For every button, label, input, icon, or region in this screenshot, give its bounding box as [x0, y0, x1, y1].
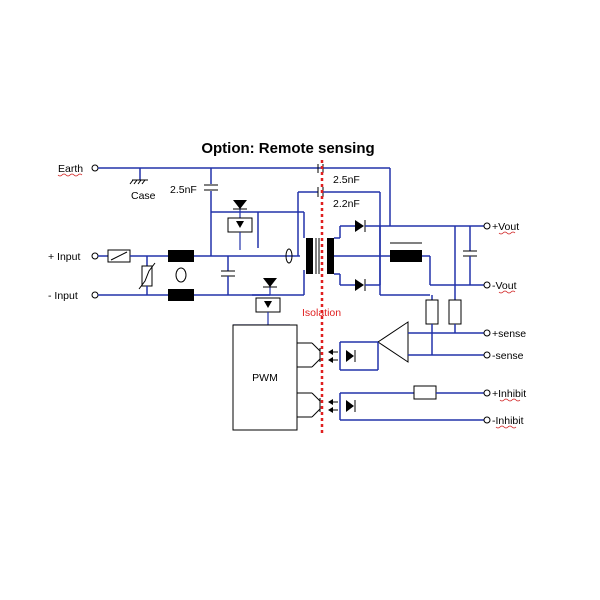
vout-negative-terminal	[483, 281, 491, 289]
inhibit-positive-label: +Inhibit	[492, 388, 526, 400]
sense-positive-label: +sense	[492, 328, 526, 340]
input-common-mode-choke	[168, 250, 270, 301]
input-capacitor	[211, 255, 300, 295]
input-negative-terminal	[91, 291, 168, 299]
sense-negative-label: -sense	[492, 350, 524, 362]
vout-negative-label: -Vout	[492, 280, 517, 292]
sense-negative-terminal	[483, 351, 491, 359]
input-negative-label: - Input	[48, 290, 78, 302]
input-varistor	[138, 256, 156, 295]
spellcheck-underline	[495, 425, 517, 429]
isolation-capacitor-2-label: 2.2nF	[333, 198, 360, 210]
inhibit-resistor	[413, 385, 484, 400]
sense-divider-resistors	[425, 246, 462, 355]
sense-positive-terminal	[483, 329, 491, 337]
output-choke	[345, 242, 431, 296]
isolation-transformer	[306, 237, 345, 275]
pwm-controller-block	[232, 248, 312, 431]
pwm-label: PWM	[252, 372, 278, 384]
inhibit-positive-terminal	[483, 389, 491, 397]
inhibit-negative-label: -Inhibit	[492, 415, 524, 427]
case-label: Case	[131, 190, 156, 202]
earth-terminal	[91, 164, 391, 226]
input-y-capacitor	[204, 168, 218, 256]
spellcheck-underline	[498, 231, 516, 235]
input-positive-terminal	[91, 252, 108, 260]
isolation-capacitor-1-label: 2.5nF	[333, 174, 360, 186]
output-capacitor	[430, 226, 484, 286]
input-capacitor-label: 2.5nF	[170, 184, 197, 196]
output-rectifier-diode-top	[339, 220, 484, 238]
output-rectifier-diode-bottom	[339, 226, 381, 291]
case-ground-symbol	[129, 168, 148, 185]
upper-switch-mosfet	[211, 200, 305, 248]
inhibit-negative-terminal	[483, 416, 491, 424]
input-fuse	[107, 249, 168, 263]
isolation-label: Isolation	[302, 307, 341, 319]
lower-switch-mosfet	[252, 270, 305, 325]
primary-current-sense	[285, 248, 293, 264]
spellcheck-underline	[498, 290, 516, 294]
sense-amplifier	[377, 321, 484, 370]
spellcheck-underline	[499, 398, 521, 402]
vout-positive-terminal	[483, 222, 491, 230]
earth-label: Earth	[58, 163, 83, 175]
spellcheck-underline	[57, 173, 83, 177]
input-positive-label: + Input	[48, 251, 80, 263]
diagram-title: Option: Remote sensing	[201, 140, 374, 157]
inhibit-optocoupler	[311, 392, 484, 421]
vout-positive-label: +Vout	[492, 221, 519, 233]
feedback-optocoupler	[311, 341, 378, 371]
